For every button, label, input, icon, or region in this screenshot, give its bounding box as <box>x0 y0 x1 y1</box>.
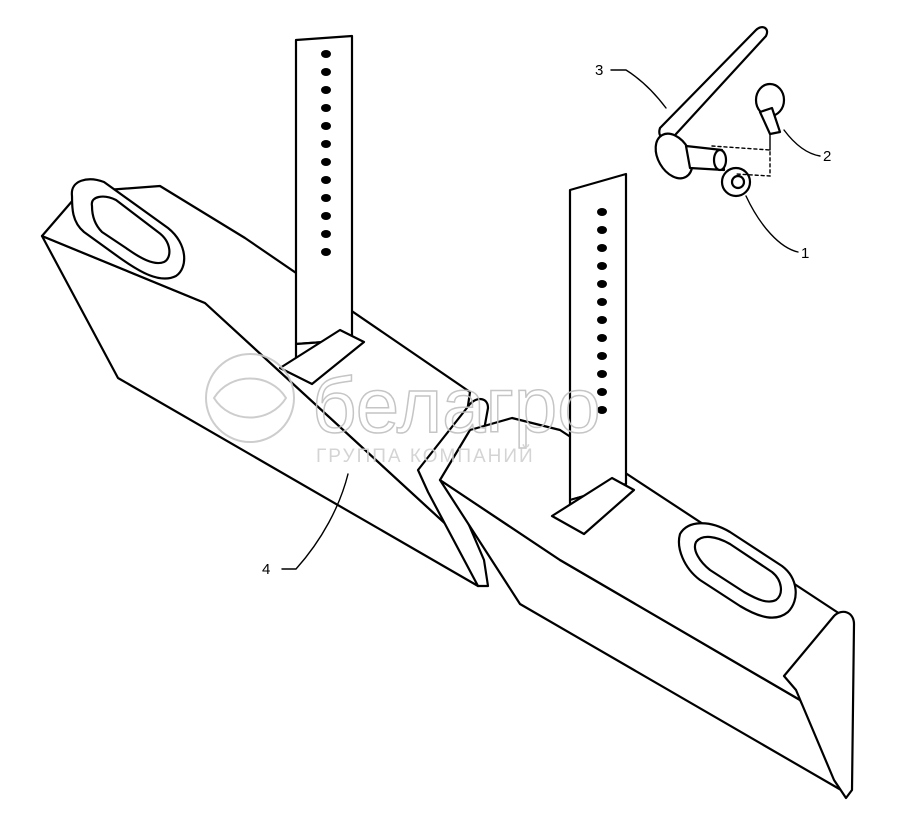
watermark: белагро ГРУППА КОМПАНИЙ <box>205 353 601 467</box>
right-strip-holes <box>597 208 607 414</box>
left-weight-plate <box>40 34 490 588</box>
callout-2: 2 <box>783 129 831 165</box>
callout-3: 3 <box>595 62 667 109</box>
pin-3 <box>654 26 769 180</box>
watermark-subtitle: ГРУППА КОМПАНИЙ <box>316 445 535 467</box>
left-strip-holes <box>321 50 331 256</box>
callout-1-label: 1 <box>801 245 809 262</box>
callout-3-label: 3 <box>595 62 603 79</box>
callout-2-label: 2 <box>823 148 831 165</box>
lynch-pin-2 <box>754 82 786 151</box>
callout-4: 4 <box>262 473 349 578</box>
callout-1: 1 <box>745 195 809 262</box>
washer-1 <box>720 166 752 198</box>
right-weight-plate <box>438 172 856 800</box>
watermark-brand: белагро <box>312 361 601 449</box>
callout-4-label: 4 <box>262 561 270 578</box>
